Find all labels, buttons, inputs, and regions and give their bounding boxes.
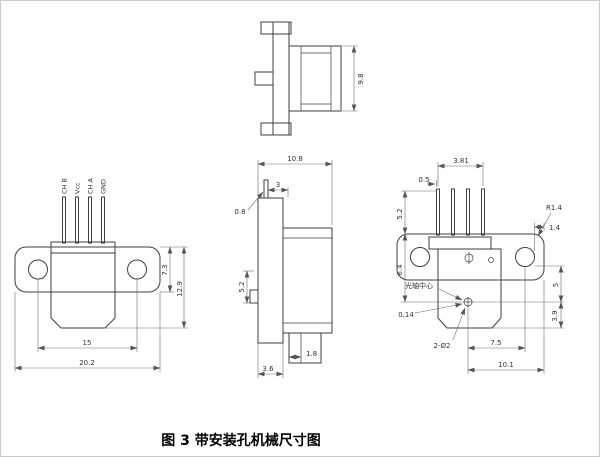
dim-pin-width-label: 0.5 (418, 176, 429, 184)
pin-label-vcc: Vcc (74, 182, 82, 194)
pin-label-cha: CH A (87, 178, 95, 194)
dim-body-height-label: 9.8 (357, 73, 365, 84)
pin-header-block (428, 236, 492, 250)
body-outline (437, 248, 502, 329)
top-view: 9.8 (254, 21, 365, 136)
side-view: 10.8 3 0.8 5.2 1.8 3.6 (234, 155, 333, 378)
dim-axis-to-hole-label: 7.5 (490, 339, 501, 347)
side-body (282, 227, 333, 334)
dim-pin-span-label: 3.81 (453, 157, 469, 165)
dim-total-height-label: 12.9 (176, 281, 184, 297)
hole-callout-label: 2-Ø2 (434, 342, 451, 350)
side-lower-block (288, 332, 322, 364)
leader-line (247, 191, 264, 211)
side-flange-plate (257, 197, 284, 344)
mounting-plate (14, 246, 161, 293)
mounting-hole-right (515, 247, 535, 267)
dim-pin-thickness-label: 0.8 (234, 208, 245, 216)
dim-total-width-label: 20.2 (79, 359, 95, 367)
side-pin (263, 179, 269, 199)
mounting-hole-left (28, 259, 48, 280)
dim-pin-to-face-label: 3 (276, 181, 280, 189)
top-view-lower-tab (260, 122, 292, 136)
pin (436, 188, 440, 236)
dim-axis-drop-label: 6.4 (396, 264, 404, 276)
figure-caption: 图 3 带安装孔机械尺寸图 (161, 433, 321, 449)
top-view-upper-tab (260, 21, 292, 35)
dim-step-label: 1.8 (306, 350, 317, 358)
leader-line (452, 307, 466, 341)
dim-hole-spacing-label: 15 (83, 339, 92, 347)
small-hole (488, 257, 494, 263)
optical-axis-label: 光轴中心 (405, 281, 433, 290)
top-view-flange-plate (272, 21, 290, 136)
body-outline (50, 252, 116, 329)
side-shaft-nub (249, 289, 259, 304)
dim-shaft-height-label: 5.2 (238, 281, 246, 292)
front-view: CH B Vcc CH A GND 7.3 12.9 15 20.2 (14, 178, 188, 372)
mounting-hole-right (127, 259, 147, 280)
corner-radius-label: R1.4 (546, 204, 563, 212)
dim-hole-edge-label: 1.4 (549, 224, 561, 232)
dim-right-lower-label: 3.9 (551, 310, 559, 321)
dim-axis-to-edge-label: 10.1 (498, 361, 514, 369)
dim-flange-thickness-label: 3.6 (262, 365, 274, 373)
mounting-hole-left (410, 247, 430, 267)
top-view-body (288, 45, 342, 112)
dim-axis-offset-label: 0.14 (398, 311, 414, 319)
drawing-canvas: 9.8 CH B Vcc CH A GND 7.3 12.9 15 (14, 21, 564, 378)
pin (466, 188, 470, 236)
pin-chb (62, 196, 66, 244)
dim-pin-length-label: 5.2 (396, 208, 404, 219)
leader-line (537, 212, 552, 237)
pin-label-chb: CH B (61, 178, 69, 194)
pin-gnd (101, 196, 105, 244)
detail-view: 3.81 0.5 5.2 6.4 0.14 光轴中心 R1.4 1.4 5 (396, 157, 564, 374)
pin (451, 188, 455, 236)
dim-total-depth-label: 10.8 (287, 155, 303, 163)
leader-line (414, 302, 463, 314)
pin-label-gnd: GND (100, 179, 108, 194)
pin-vcc (75, 196, 79, 244)
pin (481, 188, 485, 236)
top-view-shaft (254, 71, 274, 86)
leader-line (438, 288, 463, 301)
pin-cha (88, 196, 92, 244)
dim-plate-height-label: 7.3 (161, 264, 169, 275)
dim-right-upper-label: 5 (552, 283, 560, 287)
mounting-plate (396, 233, 545, 281)
